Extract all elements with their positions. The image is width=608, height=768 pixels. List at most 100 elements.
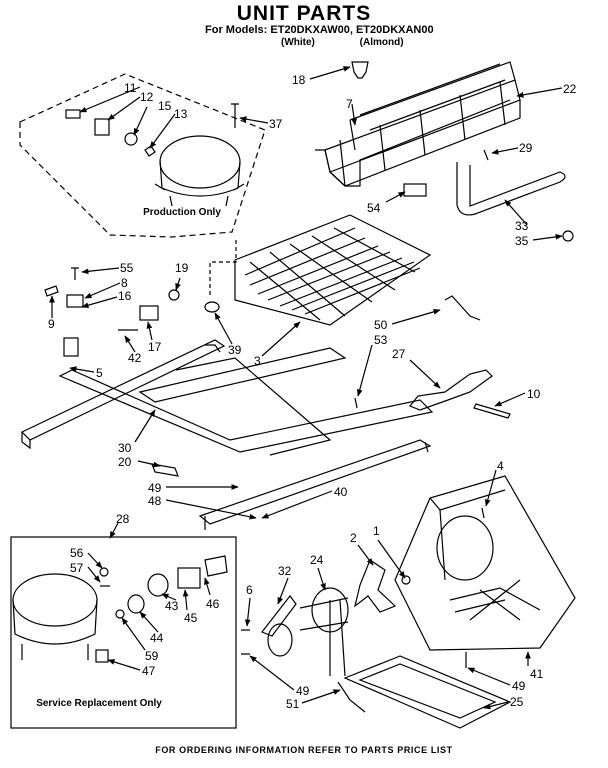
callout-22: 22 xyxy=(563,82,577,96)
service-compressor xyxy=(12,573,98,660)
production-box xyxy=(19,73,266,238)
callout-48: 48 xyxy=(148,494,162,508)
callout-6: 6 xyxy=(246,583,253,597)
fan-blade-2 xyxy=(354,559,397,613)
part-17 xyxy=(139,305,159,321)
callout-56: 56 xyxy=(70,546,84,560)
part-59 xyxy=(115,609,125,619)
wire-50 xyxy=(444,295,481,321)
callout-9: 9 xyxy=(48,317,55,331)
callout-54: 54 xyxy=(367,201,381,215)
screw-55 xyxy=(71,267,79,280)
part-44 xyxy=(127,594,145,614)
base-frame xyxy=(20,339,434,456)
service-box xyxy=(10,536,237,729)
callout-55: 55 xyxy=(120,261,134,275)
callout-16: 16 xyxy=(118,289,132,303)
callout-47: 47 xyxy=(142,664,156,678)
part-35 xyxy=(562,230,574,242)
callout-20: 20 xyxy=(118,455,132,469)
callout-12: 12 xyxy=(140,90,154,104)
part-16 xyxy=(63,337,79,357)
callout-13: 13 xyxy=(174,107,188,121)
relay-part-12 xyxy=(94,118,110,136)
callout-4: 4 xyxy=(497,459,504,473)
evaporator-coil xyxy=(234,214,432,326)
callout-49-bottom: 49 xyxy=(296,684,310,698)
part-19 xyxy=(168,289,180,301)
callout-10: 10 xyxy=(527,387,541,401)
rail-40 xyxy=(198,439,432,525)
capacitor-47 xyxy=(95,649,109,663)
callout-57: 57 xyxy=(70,561,84,575)
callout-35: 35 xyxy=(515,234,529,248)
callout-49: 49 xyxy=(148,481,162,495)
callout-2: 2 xyxy=(350,531,357,545)
callout-28: 28 xyxy=(116,512,130,526)
part-13 xyxy=(144,145,156,157)
part-29 xyxy=(483,149,489,161)
callout-37: 37 xyxy=(269,117,283,131)
part-54 xyxy=(403,183,427,197)
callout-33: 33 xyxy=(515,219,529,233)
callout-29: 29 xyxy=(519,141,533,155)
callout-27: 27 xyxy=(392,347,406,361)
drain-pan-25 xyxy=(343,655,512,729)
motor-bracket-41 xyxy=(394,475,576,651)
callout-40: 40 xyxy=(334,485,348,499)
part-56 xyxy=(99,567,109,577)
callout-labels: 11 12 15 13 37 18 7 22 29 54 33 35 55 8 … xyxy=(48,73,577,711)
callout-18: 18 xyxy=(292,73,306,87)
part-43 xyxy=(147,573,169,597)
condenser-coil xyxy=(315,61,521,187)
part-18 xyxy=(351,61,369,79)
callout-51: 51 xyxy=(286,697,300,711)
callout-19: 19 xyxy=(175,261,189,275)
production-only-label: Production Only xyxy=(143,207,221,218)
callout-32: 32 xyxy=(278,564,292,578)
tube-51 xyxy=(337,681,366,713)
callout-15: 15 xyxy=(158,99,172,113)
callout-8: 8 xyxy=(121,276,128,290)
screws-6 xyxy=(241,629,250,655)
callout-43: 43 xyxy=(165,599,179,613)
callout-41: 41 xyxy=(530,667,544,681)
relay-45 xyxy=(177,567,201,589)
part-53 xyxy=(354,397,358,409)
production-compressor xyxy=(154,135,245,207)
callout-49-right: 49 xyxy=(512,679,526,693)
part-9 xyxy=(44,285,59,297)
callout-1: 1 xyxy=(373,524,380,538)
callout-46: 46 xyxy=(206,597,220,611)
callout-11: 11 xyxy=(124,81,137,95)
fan-motor-assembly xyxy=(261,587,349,677)
part-46 xyxy=(204,555,228,577)
bracket-20 xyxy=(151,463,179,477)
callout-44: 44 xyxy=(150,631,164,645)
callout-24: 24 xyxy=(310,553,324,567)
overload-part-11 xyxy=(65,109,81,119)
callout-59: 59 xyxy=(145,649,159,663)
callout-17: 17 xyxy=(148,340,162,354)
tube-10 xyxy=(473,403,511,419)
page-title: UNIT PARTS xyxy=(236,2,372,25)
callout-39: 39 xyxy=(228,343,242,357)
callout-3: 3 xyxy=(254,354,261,368)
callout-42: 42 xyxy=(128,351,142,365)
bracket-8 xyxy=(66,294,84,308)
callout-45: 45 xyxy=(184,611,198,625)
drier-27 xyxy=(409,369,493,411)
callout-5: 5 xyxy=(96,366,103,380)
service-replacement-label: Service Replacement Only xyxy=(36,698,162,709)
heater-tube-33 xyxy=(456,162,566,216)
part-1 xyxy=(401,575,411,585)
ordering-footer: FOR ORDERING INFORMATION REFER TO PARTS … xyxy=(155,745,453,755)
model-numbers: For Models: ET20DKXAW00, ET20DKXAN00 xyxy=(205,24,434,36)
callout-25: 25 xyxy=(510,695,524,709)
grommet-39 xyxy=(204,301,220,313)
callout-7: 7 xyxy=(346,97,353,111)
callout-50: 50 xyxy=(374,318,388,332)
model-variants: (White) (Almond) xyxy=(281,37,404,48)
